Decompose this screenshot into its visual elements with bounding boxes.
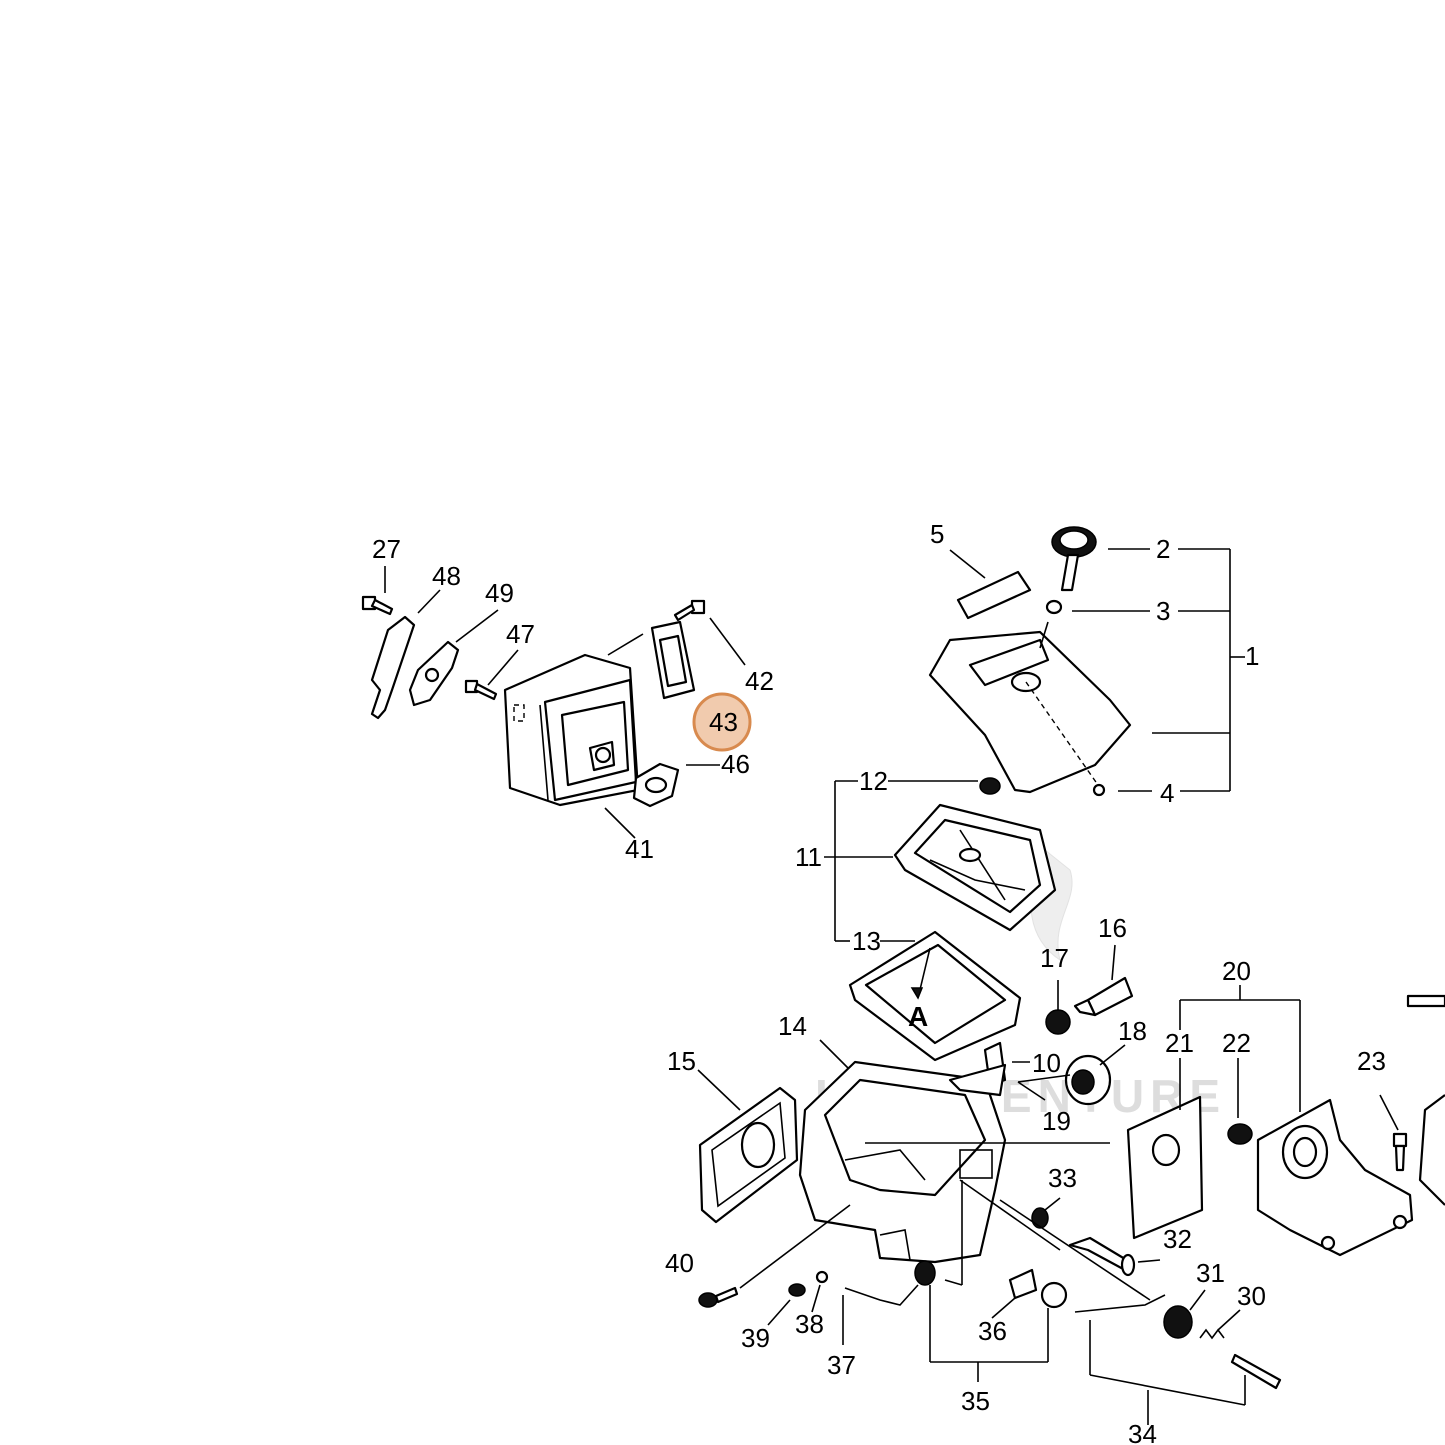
partial-rod-right-edge: [1406, 994, 1445, 1008]
part-35-nut[interactable]: [914, 1260, 1068, 1309]
callout-18[interactable]: 18: [1118, 1016, 1147, 1046]
part-13-gasket[interactable]: [848, 930, 1022, 1062]
part-37-wire[interactable]: [844, 1284, 919, 1306]
part-11-air-filter[interactable]: [893, 803, 1057, 932]
callout-39[interactable]: 39: [741, 1323, 770, 1353]
part-16-screw[interactable]: [1073, 976, 1134, 1017]
part-40-bolt[interactable]: [698, 1286, 739, 1308]
callout-40[interactable]: 40: [665, 1248, 694, 1278]
callout-47[interactable]: 47: [506, 619, 535, 649]
callout-2[interactable]: 2: [1156, 534, 1170, 564]
callout-12[interactable]: 12: [859, 766, 888, 796]
callout-23[interactable]: 23: [1357, 1046, 1386, 1076]
part-20-carburetor-base[interactable]: [1256, 1098, 1414, 1257]
callout-42[interactable]: 42: [745, 666, 774, 696]
part-47-screw[interactable]: [464, 679, 498, 701]
part-46-gasket[interactable]: [632, 762, 680, 808]
part-31-cap[interactable]: [1163, 1305, 1193, 1339]
callout-48[interactable]: 48: [432, 561, 461, 591]
callout-37[interactable]: 37: [827, 1350, 856, 1380]
callout-15[interactable]: 15: [667, 1046, 696, 1076]
callout-35[interactable]: 35: [961, 1386, 990, 1416]
part-23-screw[interactable]: [1392, 1132, 1408, 1172]
callout-22[interactable]: 22: [1222, 1028, 1251, 1058]
highlight-marker-43: [692, 692, 752, 752]
part-33-bushing[interactable]: [1031, 1207, 1049, 1229]
part-34-linkage[interactable]: [1074, 1294, 1282, 1390]
callout-1[interactable]: 1: [1245, 641, 1259, 671]
part-17-clamp[interactable]: [1045, 1009, 1071, 1035]
part-14-air-cleaner-base[interactable]: [798, 1060, 1110, 1264]
part-32-choke-rod[interactable]: [1068, 1236, 1136, 1277]
callout-43[interactable]: 43: [709, 707, 738, 737]
callout-11[interactable]: 11: [795, 842, 822, 872]
part-12-grommet[interactable]: [979, 777, 1001, 795]
callout-20[interactable]: 20: [1222, 956, 1251, 986]
part-18-pump[interactable]: [1064, 1054, 1112, 1106]
callout-46[interactable]: 46: [721, 749, 750, 779]
callout-16[interactable]: 16: [1098, 913, 1127, 943]
part-30-spring[interactable]: [1199, 1328, 1225, 1340]
part-42-bolt[interactable]: [673, 599, 706, 622]
section-marker-a: A: [908, 1001, 928, 1032]
part-41-muffler[interactable]: [503, 653, 640, 807]
callout-3[interactable]: 3: [1156, 596, 1170, 626]
callout-4[interactable]: 4: [1160, 778, 1174, 808]
part-21-gasket[interactable]: [1126, 1095, 1204, 1240]
part-38-screw[interactable]: [815, 1270, 829, 1284]
callout-33[interactable]: 33: [1048, 1163, 1077, 1193]
callout-27[interactable]: 27: [372, 534, 401, 564]
callout-36[interactable]: 36: [978, 1316, 1007, 1346]
callout-41[interactable]: 41: [625, 834, 654, 864]
part-5-label[interactable]: [956, 570, 1032, 620]
callout-13[interactable]: 13: [852, 926, 881, 956]
callout-14[interactable]: 14: [778, 1011, 807, 1041]
part-2-knob[interactable]: [1051, 526, 1097, 592]
callout-32[interactable]: 32: [1163, 1224, 1192, 1254]
partial-part-right-edge: [1418, 1094, 1445, 1206]
callout-38[interactable]: 38: [795, 1309, 824, 1339]
part-19-bracket[interactable]: [948, 1063, 1007, 1097]
part-43-gasket[interactable]: [650, 620, 696, 700]
part-15-plate[interactable]: [698, 1086, 799, 1224]
callout-19[interactable]: 19: [1042, 1106, 1071, 1136]
part-1-air-cleaner-cover[interactable]: [928, 630, 1132, 794]
callout-10[interactable]: 10: [1032, 1048, 1061, 1078]
part-36-plate[interactable]: [1008, 1268, 1038, 1300]
callout-30[interactable]: 30: [1237, 1281, 1266, 1311]
part-27-bolt[interactable]: [361, 595, 394, 616]
part-4-screw[interactable]: [1092, 783, 1106, 797]
part-48-bracket[interactable]: [370, 615, 416, 720]
callout-49[interactable]: 49: [485, 578, 514, 608]
callout-31[interactable]: 31: [1196, 1258, 1225, 1288]
part-39-screw[interactable]: [788, 1283, 806, 1297]
part-3-o-ring[interactable]: [1045, 599, 1063, 615]
callout-5[interactable]: 5: [930, 519, 944, 549]
part-22-fitting[interactable]: [1227, 1123, 1253, 1145]
callout-21[interactable]: 21: [1165, 1028, 1194, 1058]
callout-17[interactable]: 17: [1040, 943, 1069, 973]
callout-34[interactable]: 34: [1128, 1419, 1157, 1445]
